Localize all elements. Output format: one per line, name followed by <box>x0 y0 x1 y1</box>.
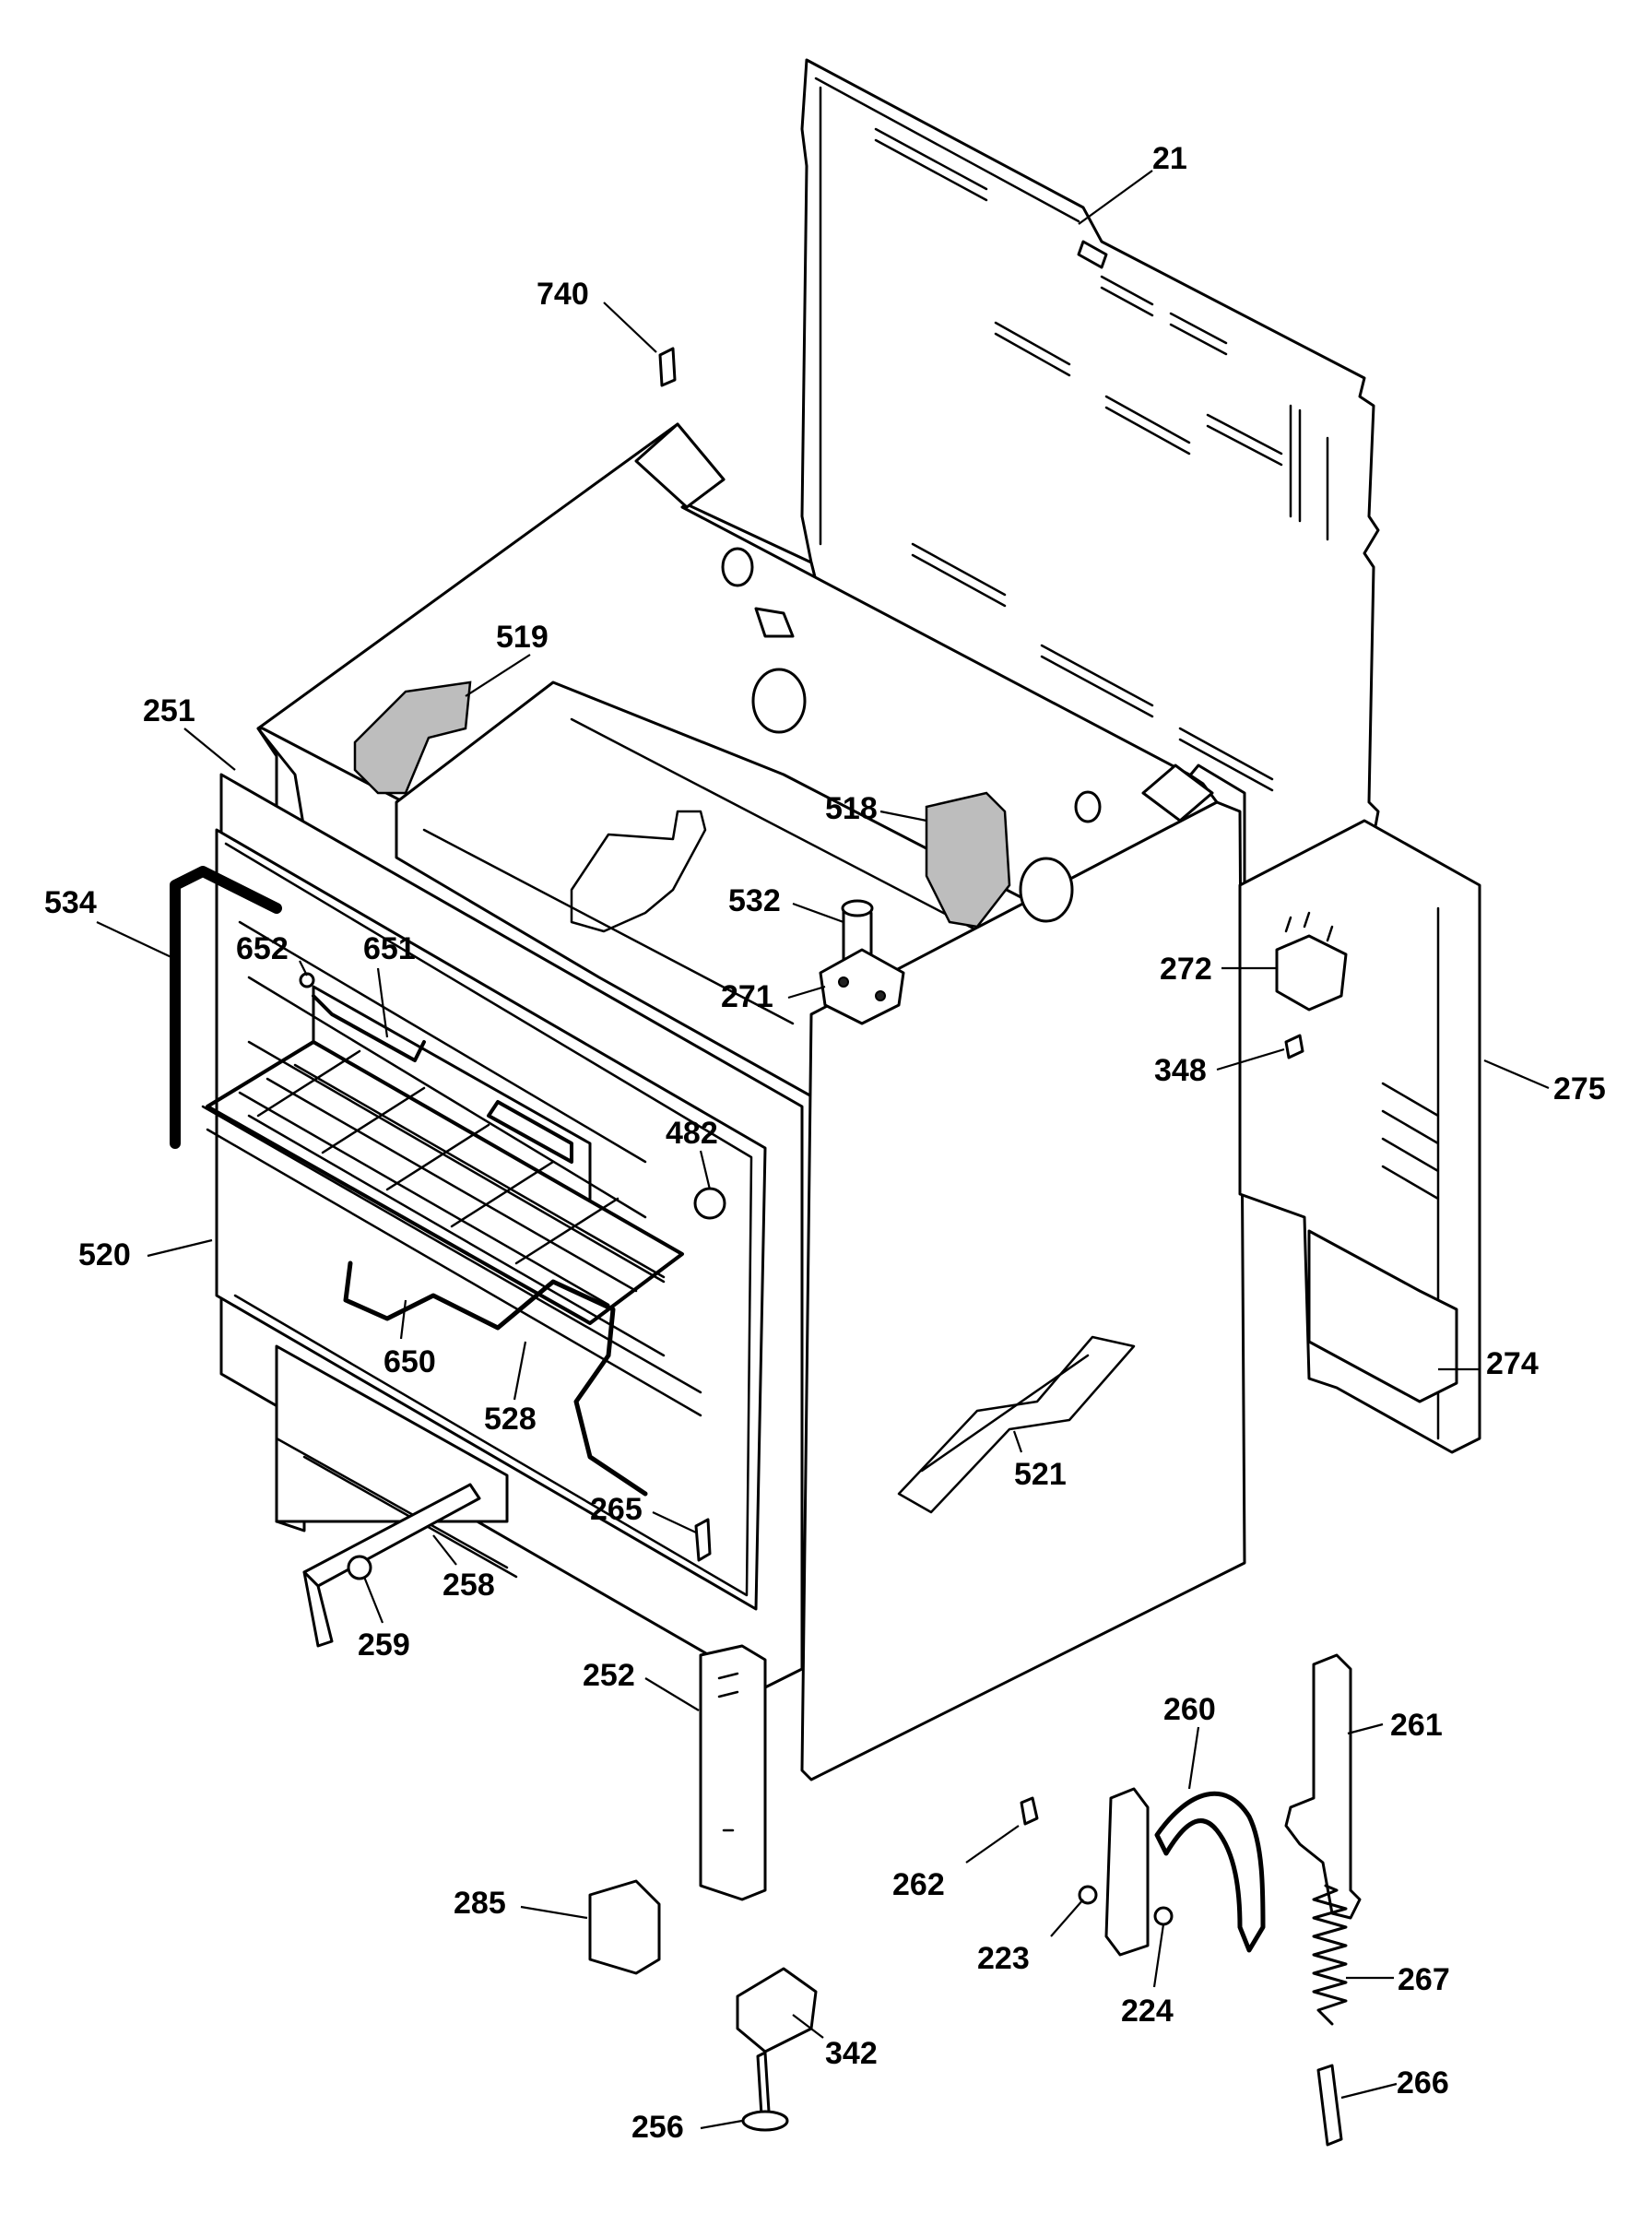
label-650: 650 <box>384 1344 436 1379</box>
label-252: 252 <box>583 1658 635 1693</box>
nut-224-part <box>1153 1906 1174 1926</box>
drawer-roller-part <box>347 1555 372 1580</box>
label-342: 342 <box>825 2036 878 2071</box>
label-274: 274 <box>1486 1346 1539 1381</box>
label-260: 260 <box>1163 1692 1216 1727</box>
label-266: 266 <box>1397 2065 1449 2101</box>
part-labels: 21 740 519 251 518 534 532 652 651 271 2… <box>44 141 1606 2145</box>
hinge-channel-part <box>1284 1653 1362 1920</box>
lamp-socket-part <box>694 1518 712 1562</box>
clip-262-part <box>1020 1796 1039 1826</box>
door-gasket-part <box>170 866 282 1149</box>
insulation-518-part <box>925 791 1011 929</box>
thermostat-part <box>819 948 905 1025</box>
drawer-slide-part <box>302 1483 481 1648</box>
insulation-519-part <box>353 680 472 795</box>
label-285: 285 <box>454 1886 506 1921</box>
spring-link-part <box>1316 2064 1343 2147</box>
terminal-block-part <box>588 1879 661 1975</box>
label-482: 482 <box>666 1116 718 1151</box>
hinge-arm-part <box>1104 1787 1266 1957</box>
label-271: 271 <box>721 979 773 1014</box>
leveling-leg-part <box>741 2051 789 2132</box>
label-258: 258 <box>442 1568 495 1603</box>
broil-element-screw-part <box>299 972 315 988</box>
bake-element-part <box>343 1260 648 1497</box>
front-rail-part <box>699 1644 767 1901</box>
oven-bottom-cutout <box>570 810 707 933</box>
hinge-spring-part <box>1312 1884 1348 2026</box>
leg-bracket-part <box>736 1967 818 2053</box>
vent-clip-part <box>658 347 677 387</box>
label-521: 521 <box>1014 1457 1067 1492</box>
label-518: 518 <box>825 791 878 826</box>
oven-rack-part <box>206 985 684 1325</box>
label-251: 251 <box>143 693 195 728</box>
base-tray-part <box>1307 1229 1458 1403</box>
label-740: 740 <box>537 277 589 312</box>
label-265: 265 <box>590 1492 643 1527</box>
label-520: 520 <box>78 1237 131 1272</box>
switch-part <box>1275 911 1348 1012</box>
label-262: 262 <box>892 1867 945 1902</box>
label-652: 652 <box>236 931 289 966</box>
label-534: 534 <box>44 885 97 920</box>
label-267: 267 <box>1398 1962 1450 1997</box>
label-259: 259 <box>358 1627 410 1663</box>
label-275: 275 <box>1553 1071 1606 1106</box>
screw-223-part <box>1078 1885 1098 1905</box>
label-519: 519 <box>496 620 549 655</box>
label-532: 532 <box>728 883 781 918</box>
broil-element-part <box>312 994 573 1164</box>
bracket-348-part <box>1284 1034 1304 1059</box>
label-528: 528 <box>484 1402 537 1437</box>
label-223: 223 <box>977 1941 1030 1976</box>
label-256: 256 <box>631 2110 684 2145</box>
leader-lines <box>96 170 1550 2130</box>
label-272: 272 <box>1160 952 1212 987</box>
label-21: 21 <box>1152 141 1187 176</box>
label-261: 261 <box>1390 1708 1443 1743</box>
label-224: 224 <box>1121 1994 1174 2029</box>
grommet-482-part <box>693 1187 726 1220</box>
label-651: 651 <box>363 931 416 966</box>
label-348: 348 <box>1154 1053 1207 1088</box>
